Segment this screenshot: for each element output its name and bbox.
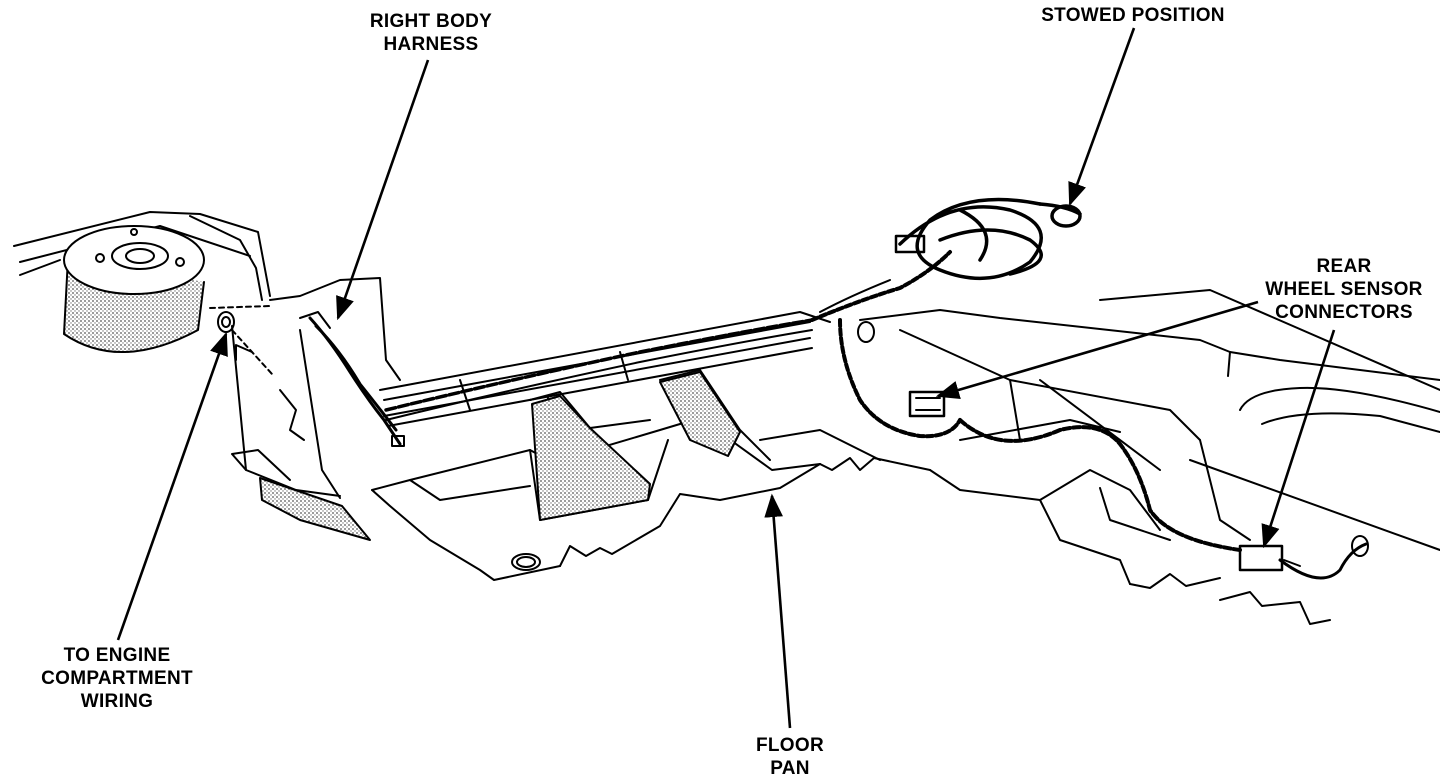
strut-tower (63, 225, 205, 354)
label-line: WIRING (80, 691, 154, 712)
rear-floor (859, 289, 1440, 625)
label-rear-wheel-sensor-connectors: REAR WHEEL SENSOR CONNECTORS (1254, 255, 1434, 324)
label-line: FLOOR (756, 735, 824, 756)
label-line: RIGHT BODY (369, 11, 493, 32)
leader-engine-compartment (116, 331, 228, 641)
label-line: HARNESS (383, 34, 479, 55)
leader-right-body-harness (336, 59, 430, 321)
label-line: REAR (1316, 256, 1372, 277)
label-right-body-harness: RIGHT BODY HARNESS (346, 10, 516, 56)
leader-rear-wheel-sensor-front (935, 300, 1259, 400)
right-body-harness-wire (299, 311, 814, 447)
stowed-harness-coil (894, 197, 1082, 281)
label-line: STOWED POSITION (1041, 5, 1225, 26)
left-rocker (259, 477, 371, 541)
rear-wheel-sensor-connector-rear (1238, 535, 1369, 572)
label-line: CONNECTORS (1275, 302, 1413, 323)
label-to-engine-compartment-wiring: TO ENGINE COMPARTMENT WIRING (28, 644, 206, 713)
tunnel-right-stipple (659, 371, 741, 457)
label-stowed-position: STOWED POSITION (1020, 4, 1246, 27)
a-pillar-side-panel (231, 277, 401, 499)
tunnel-left-stipple (531, 395, 651, 521)
leader-rear-wheel-sensor-rear (1261, 329, 1336, 549)
label-line: TO ENGINE (63, 645, 171, 666)
label-line: COMPARTMENT (41, 668, 193, 689)
label-floor-pan: FLOOR PAN (740, 734, 840, 780)
label-line: PAN (770, 758, 810, 779)
label-line: WHEEL SENSOR (1265, 279, 1423, 300)
rear-harness-wire (810, 250, 1368, 580)
engine-compartment-connector (209, 305, 273, 375)
floor-pan (371, 369, 931, 581)
leader-stowed-position (1068, 27, 1136, 207)
leader-floor-pan (764, 493, 792, 729)
